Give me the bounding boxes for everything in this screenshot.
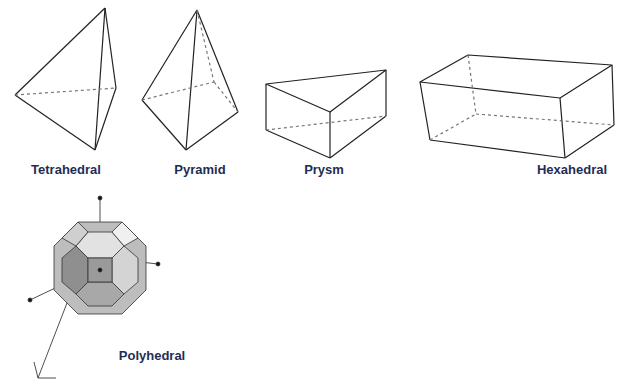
prism-figure (266, 70, 386, 158)
shape-label: Tetrahedral (31, 162, 101, 178)
pyramid-figure (142, 10, 238, 150)
shape-label: Prysm (304, 162, 344, 178)
hexahedron-figure (420, 55, 614, 158)
shape-label: Pyramid (174, 162, 225, 178)
tetrahedron-figure (15, 8, 116, 150)
shape-label: Hexahedral (537, 162, 607, 178)
shape-label: Polyhedral (119, 348, 185, 364)
